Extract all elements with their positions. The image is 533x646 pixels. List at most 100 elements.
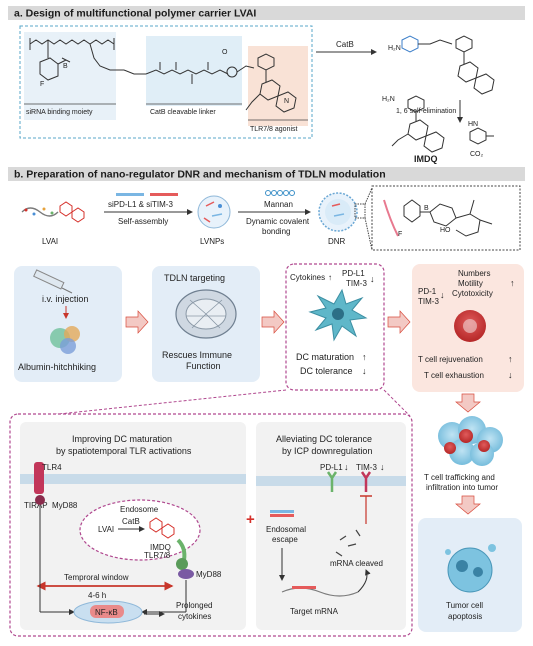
dc-maturation-label: DC maturation	[296, 352, 354, 362]
apoptosis-label-1: Tumor cell	[446, 601, 483, 610]
svg-text:H₂N: H₂N	[388, 45, 401, 52]
target-mrna-label: Target mRNA	[290, 607, 339, 616]
flow-arrow-1	[125, 310, 149, 334]
rescues-label-1: Rescues Immune	[162, 350, 232, 360]
imdq-structure	[391, 95, 445, 153]
tlr78-receptor	[176, 538, 188, 570]
mannan-chain-icon	[265, 190, 295, 196]
quinone-methide	[469, 127, 494, 145]
sirna-region	[24, 32, 116, 120]
co2-label: CO₂	[470, 151, 484, 158]
imdq-label: IMDQ	[414, 154, 438, 164]
mech-imdq-label: IMDQ	[150, 543, 171, 552]
dnr-zoom-box	[371, 185, 521, 251]
svg-text:↓: ↓	[362, 366, 367, 376]
mech-lvai-label: LVAI	[98, 525, 114, 534]
endo-escape-1: Endosomal	[266, 525, 306, 534]
apoptosis-label-2: apoptosis	[448, 612, 482, 621]
svg-text:↑: ↑	[362, 352, 367, 362]
sipd-label: siPD-L1 & siTIM-3	[108, 200, 173, 209]
myd88-adapter	[178, 569, 194, 579]
apoptotic-cell-icon	[445, 544, 496, 593]
tcell-motility-label: Motility	[458, 279, 483, 288]
svg-text:B: B	[424, 205, 429, 212]
icp-title-2: by ICP downregulation	[282, 446, 372, 456]
tcell-rejuv-label: T cell rejuvenation	[418, 355, 483, 364]
label-sirna-binding: siRNA binding moiety	[26, 109, 93, 116]
svg-text:↑: ↑	[508, 354, 513, 364]
mrna-cleaved-label: mRNA cleaved	[330, 559, 383, 568]
dc-tim3-label: TIM-3	[346, 279, 367, 288]
tcell-pd1-label: PD-1	[418, 287, 437, 296]
tirap-label: TIRAP	[24, 501, 48, 510]
endosome-label: Endosome	[120, 505, 159, 514]
temporal-window-label: Temproral window	[64, 573, 129, 582]
svg-text:F: F	[40, 81, 44, 88]
lvnps-label: LVNPs	[200, 237, 224, 246]
albumin-protein-icon	[50, 326, 80, 354]
rescues-label-2: Function	[186, 361, 221, 371]
flow-arrow-3	[387, 310, 411, 334]
tcell-tim3-label: TIM-3	[418, 297, 439, 306]
iv-injection-box	[14, 266, 122, 382]
catb-region	[146, 36, 242, 106]
flow-arrow-5	[455, 495, 481, 515]
prolonged-label-2: cytokines	[178, 612, 211, 621]
svg-text:HN: HN	[468, 121, 478, 128]
cleaved-fragment	[401, 35, 495, 95]
sirna-strands-icon	[116, 193, 178, 196]
prolonged-label-1: Prolonged	[176, 601, 212, 610]
dynamic-label-1: Dynamic covalent	[246, 217, 310, 226]
albumin-label: Albumin-hitchhiking	[18, 362, 96, 372]
polymer-structure	[29, 38, 297, 113]
mannan-label: Mannan	[264, 200, 293, 209]
syringe-icon	[33, 269, 73, 294]
cell-membrane-left	[20, 474, 246, 484]
myd88-label: MyD88	[52, 501, 78, 510]
plus-sign: +	[246, 511, 255, 528]
tlr4-receptor	[34, 462, 44, 494]
panel-a-header: a. Design of multifunctional polymer car…	[14, 8, 256, 20]
svg-text:↓: ↓	[344, 462, 349, 472]
imdq-molecule-icon	[149, 517, 175, 539]
tlr4-label: TLR4	[42, 463, 62, 472]
tumor-infiltration-icon	[438, 416, 503, 466]
lvai-polymer-icon	[21, 201, 85, 223]
flow-arrow-2	[261, 310, 285, 334]
tlr78-label: TLR7/8	[144, 551, 171, 560]
dc-pdl1-label: PD-L1	[342, 269, 365, 278]
nfkb-label: NF-κB	[95, 608, 118, 617]
tdln-targeting-label: TDLN targeting	[164, 273, 225, 283]
dc-cytokines-label: Cytokines	[290, 273, 325, 282]
icp-tim3-label: TIM-3	[356, 463, 377, 472]
polymer-dashed-box	[19, 25, 313, 139]
tcell-exhaust-label: T cell exhaustion	[424, 371, 484, 380]
svg-text:B: B	[63, 63, 68, 70]
self-assembly-label: Self-assembly	[118, 217, 168, 226]
lvnps-particle	[197, 195, 231, 229]
tcell-numbers-label: Numbers	[458, 269, 490, 278]
icp-pdl1-label: PD-L1	[320, 463, 343, 472]
svg-text:↓: ↓	[508, 370, 513, 380]
iv-injection-label: i.v. injection	[42, 294, 88, 304]
tcell-cytotox-label: Cytotoxicity	[452, 289, 493, 298]
tlr-title-1: Improving DC maturation	[72, 434, 172, 444]
dendritic-cell-icon	[308, 288, 368, 342]
svg-text:↑: ↑	[510, 278, 515, 288]
panel-b-header-bar	[8, 167, 525, 181]
catb-arrow-label: CatB	[336, 40, 354, 49]
hours-label: 4-6 h	[88, 591, 106, 600]
boronate-ester-structure	[383, 199, 493, 237]
lymph-node-icon	[175, 289, 237, 339]
cleaved-mrna-icon	[335, 529, 361, 557]
svg-text:H₂N: H₂N	[382, 96, 395, 103]
prep-lvai-label: LVAI	[42, 237, 58, 246]
panel-b-header: b. Preparation of nano-regulator DNR and…	[14, 169, 386, 181]
svg-text:↓: ↓	[380, 462, 385, 472]
svg-text:O: O	[222, 49, 228, 56]
nfkb-badge	[90, 605, 124, 618]
traffic-label-1: T cell trafficking and	[424, 473, 495, 482]
svg-text:↓: ↓	[440, 290, 445, 300]
